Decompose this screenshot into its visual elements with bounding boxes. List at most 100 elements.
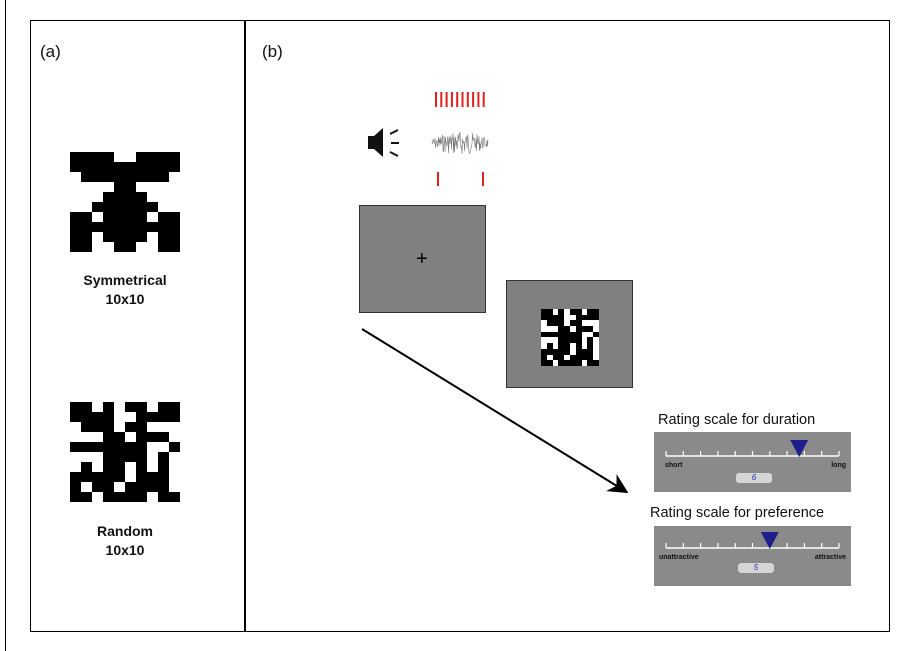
pattern-cell bbox=[92, 442, 103, 452]
pattern-cell bbox=[570, 331, 576, 338]
pattern-cell bbox=[546, 354, 553, 361]
pattern-cell bbox=[136, 482, 147, 492]
pattern-cell bbox=[103, 492, 114, 502]
pattern-cell bbox=[125, 492, 136, 502]
pattern-cell bbox=[564, 337, 570, 344]
pattern-cell bbox=[103, 402, 114, 412]
pattern-cell bbox=[103, 432, 114, 442]
pattern-cell bbox=[81, 422, 92, 432]
pattern-cell bbox=[552, 343, 559, 349]
pattern-cell bbox=[81, 452, 92, 462]
pattern-cell bbox=[593, 360, 599, 366]
pattern-cell bbox=[114, 202, 125, 212]
pattern-cell bbox=[136, 242, 147, 252]
pattern-cell bbox=[570, 314, 576, 321]
pattern-cell bbox=[92, 402, 103, 412]
pattern-cell bbox=[114, 452, 125, 462]
pattern-cell bbox=[81, 162, 92, 172]
pattern-cell bbox=[92, 162, 103, 172]
speaker-icon bbox=[368, 128, 399, 157]
pattern-cell bbox=[147, 192, 158, 202]
pattern-cell bbox=[81, 152, 92, 162]
pattern-cell bbox=[81, 492, 92, 502]
pattern-cell bbox=[581, 309, 588, 315]
pattern-cell bbox=[581, 337, 588, 344]
pattern-cell bbox=[593, 320, 599, 327]
pattern-cell bbox=[558, 360, 565, 366]
pattern-cell bbox=[103, 462, 114, 472]
pattern-cell bbox=[581, 314, 588, 321]
panel-b-label: (b) bbox=[262, 42, 283, 61]
pattern-cell bbox=[103, 242, 114, 252]
random-caption-title: Random bbox=[97, 523, 153, 539]
preference-scale-title: Rating scale for preference bbox=[650, 505, 825, 521]
pattern-cell bbox=[158, 192, 169, 202]
pattern-cell bbox=[81, 432, 92, 442]
pattern-cell bbox=[136, 152, 147, 162]
pattern-cell bbox=[92, 212, 103, 222]
pattern-cell bbox=[587, 343, 594, 349]
pattern-cell bbox=[92, 182, 103, 192]
pattern-cell bbox=[92, 242, 103, 252]
pattern-cell bbox=[575, 314, 582, 321]
pattern-cell bbox=[147, 222, 158, 232]
pattern-cell bbox=[70, 232, 81, 242]
pattern-cell bbox=[575, 337, 582, 344]
pattern-cell bbox=[564, 320, 570, 327]
pattern-cell bbox=[546, 348, 553, 355]
pattern-cell bbox=[92, 462, 103, 472]
pattern-cell bbox=[125, 222, 136, 232]
pattern-cell bbox=[581, 343, 588, 349]
pattern-cell bbox=[70, 412, 81, 422]
pattern-cell bbox=[541, 326, 547, 332]
pattern-cell bbox=[575, 331, 582, 338]
pattern-cell bbox=[546, 314, 553, 321]
duration-rating-scale[interactable]: short long 6 bbox=[654, 432, 851, 492]
pattern-cell bbox=[575, 320, 582, 327]
pattern-cell bbox=[564, 343, 570, 349]
pattern-cell bbox=[103, 182, 114, 192]
pattern-cell bbox=[570, 320, 576, 327]
pattern-cell bbox=[558, 337, 565, 344]
pattern-cell bbox=[541, 320, 547, 327]
pattern-cell bbox=[147, 212, 158, 222]
pattern-cell bbox=[564, 326, 570, 332]
pattern-cell bbox=[70, 152, 81, 162]
preference-rating-scale[interactable]: unattractive attractive 5 bbox=[654, 526, 851, 586]
pattern-cell bbox=[81, 402, 92, 412]
pattern-cell bbox=[147, 452, 158, 462]
pattern-cell bbox=[103, 472, 114, 482]
pattern-cell bbox=[103, 202, 114, 212]
pattern-cell bbox=[169, 442, 180, 452]
pattern-cell bbox=[552, 331, 559, 338]
pattern-cell bbox=[564, 354, 570, 361]
pattern-cell bbox=[558, 343, 565, 349]
pattern-cell bbox=[581, 360, 588, 366]
panel-a-label: (a) bbox=[40, 42, 61, 61]
pattern-cell bbox=[552, 314, 559, 321]
pattern-cell bbox=[169, 182, 180, 192]
pattern-cell bbox=[169, 412, 180, 422]
pattern-cell bbox=[587, 348, 594, 355]
pattern-cell bbox=[575, 326, 582, 332]
pattern-cell bbox=[552, 354, 559, 361]
panel-divider bbox=[244, 20, 246, 632]
scale-marker[interactable] bbox=[760, 532, 779, 549]
pattern-cell bbox=[136, 402, 147, 412]
pattern-cell bbox=[70, 402, 81, 412]
pattern-cell bbox=[581, 354, 588, 361]
pattern-cell bbox=[570, 360, 576, 366]
pattern-cell bbox=[169, 192, 180, 202]
pattern-cell bbox=[70, 242, 81, 252]
pattern-cell bbox=[114, 472, 125, 482]
pattern-cell bbox=[158, 422, 169, 432]
pattern-cell bbox=[558, 309, 565, 315]
pattern-cell bbox=[114, 162, 125, 172]
pattern-cell bbox=[541, 309, 547, 315]
pattern-cell bbox=[92, 432, 103, 442]
pattern-cell bbox=[558, 314, 565, 321]
pattern-cell bbox=[81, 412, 92, 422]
scale-marker[interactable] bbox=[790, 440, 809, 457]
pattern-cell bbox=[581, 326, 588, 332]
pattern-cell bbox=[125, 432, 136, 442]
